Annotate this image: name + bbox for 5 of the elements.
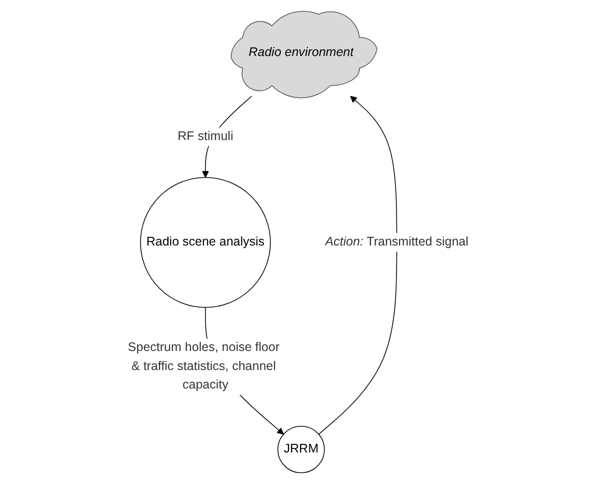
- edge-label: RF stimuli: [177, 130, 233, 144]
- edge-label: Spectrum holes, noise floor & traffic statistics, channel capacity: [128, 341, 280, 392]
- node-circle: Radio scene analysis: [140, 177, 270, 308]
- node-circle: JRRM: [277, 426, 324, 474]
- arrow: [318, 96, 397, 435]
